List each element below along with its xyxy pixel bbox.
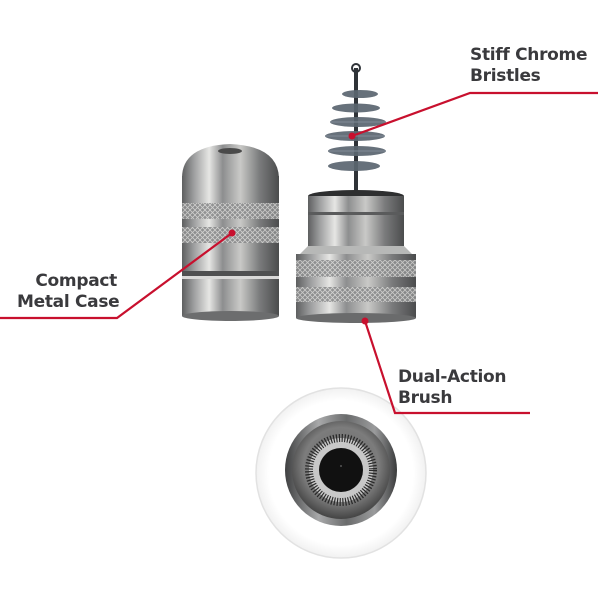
callout-dot-case <box>228 229 236 237</box>
spiral-brush <box>325 63 386 195</box>
callout-label-brush: Dual-Action Brush <box>398 367 507 409</box>
callout-line-brush <box>363 320 530 415</box>
callout-line-case <box>0 232 233 320</box>
callout-bristles-line1: Stiff Chrome <box>470 45 588 65</box>
brush-holder-base <box>296 190 416 323</box>
callout-bristles-line2: Bristles <box>470 66 541 86</box>
callout-dots <box>228 132 369 325</box>
callout-dot-bristles <box>348 132 356 140</box>
callout-brush-line2: Brush <box>398 388 453 408</box>
callout-brush-line1: Dual-Action <box>398 367 507 387</box>
callout-label-case: Compact Metal Case <box>17 271 120 313</box>
callout-label-bristles: Stiff Chrome Bristles <box>470 45 588 87</box>
callout-line-bristles <box>351 91 598 138</box>
callout-case-line2: Metal Case <box>17 292 120 312</box>
inset-bottom-view <box>255 387 427 559</box>
callout-case-line1: Compact <box>35 271 117 291</box>
metal-case-cap <box>182 144 279 321</box>
callout-lines <box>0 91 598 415</box>
callout-dot-brush <box>361 317 369 325</box>
